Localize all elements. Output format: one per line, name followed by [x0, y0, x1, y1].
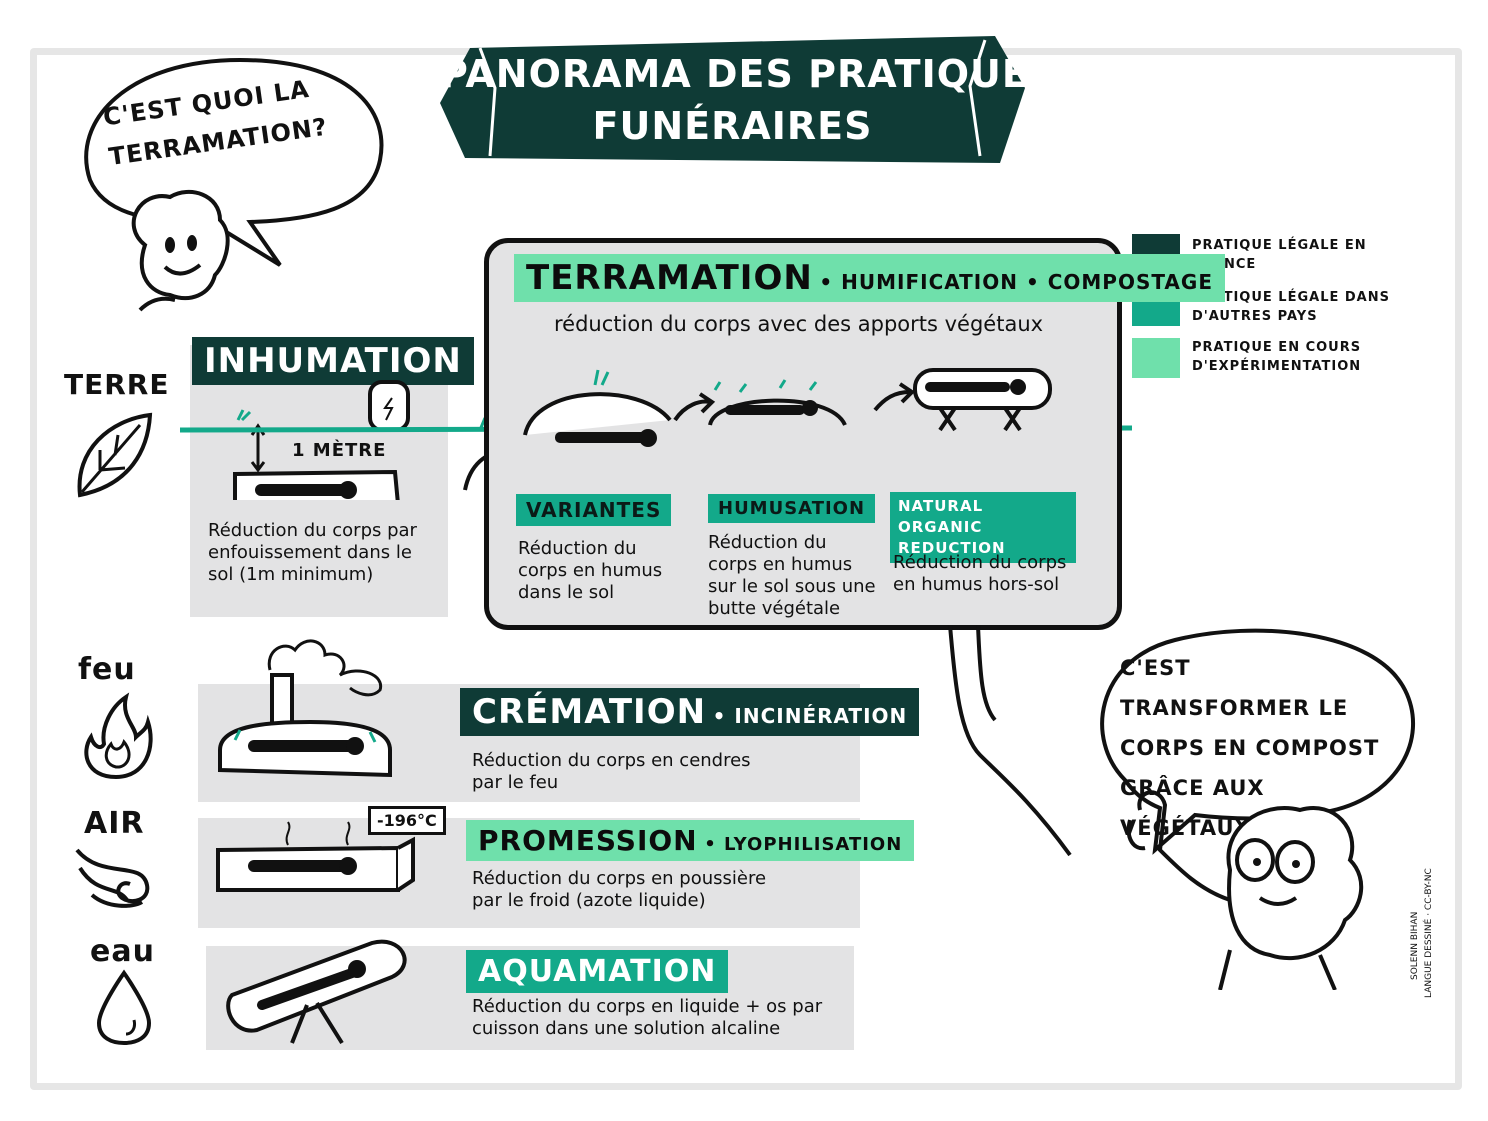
terramation-title-main: TERRAMATION	[526, 258, 813, 298]
answer-text: C'est transformer le corps en compost gr…	[1120, 656, 1380, 840]
credit-line-1: SOLENN BIHAN	[1410, 911, 1420, 980]
promession-title: PROMESSION • LYOPHILISATION	[466, 820, 915, 861]
credit: SOLENN BIHAN LANGUE DESSINÉ · CC-BY-NC	[1410, 868, 1470, 1000]
cremation-title-main: CRÉMATION	[472, 692, 707, 732]
inhumation-depth: 1 MÈTRE	[292, 440, 387, 461]
leaf-icon	[77, 412, 153, 498]
title-line-1: PANORAMA des PRATIQUES	[440, 52, 1058, 96]
title-banner-shape	[440, 36, 1025, 163]
character-bottom-right	[1126, 790, 1364, 990]
promession-temp-badge: -196°C	[368, 806, 446, 835]
terramation-title-rest: • HUMIFICATION • COMPOSTAGE	[819, 270, 1213, 294]
inhumation-title: INHUMATION	[192, 337, 474, 385]
inhumation-scene	[233, 380, 410, 500]
fire-icon	[84, 692, 153, 780]
answer-bubble-shape	[1100, 628, 1415, 855]
variant-1-desc: Réduction du corps en humus dans le sol	[518, 538, 663, 603]
inhumation-desc: Réduction du corps par enfouissement dan…	[208, 520, 417, 585]
variant-3-tag: NATURAL ORGANIC REDUCTION	[890, 492, 1076, 563]
legend-label-light: PRATIQUE EN COURS D'EXPÉRIMENTATION	[1192, 340, 1362, 374]
aquamation-title: AQUAMATION	[466, 950, 729, 993]
aquamation-tank	[226, 939, 407, 1045]
wind-icon	[75, 848, 150, 908]
element-eau-label: eau	[90, 934, 155, 969]
legend-swatch-light	[1132, 338, 1180, 378]
promession-temp: -196°C	[377, 811, 437, 830]
aquamation-desc: Réduction du corps en liquide + os par c…	[472, 996, 823, 1039]
terramation-scene	[523, 368, 1052, 447]
variant-2-tag: HUMUSATION	[708, 494, 876, 523]
cremation-desc: Réduction du corps en cendres par le feu	[472, 750, 751, 793]
credit-line-2: LANGUE DESSINÉ · CC-BY-NC	[1424, 868, 1434, 998]
legend-label-mid: PRATIQUE LÉGALE DANS D'AUTRES PAYS	[1192, 290, 1390, 324]
variant-3-desc: Réduction du corps en humus hors-sol	[893, 552, 1067, 595]
water-drop-icon	[96, 969, 152, 1046]
element-feu-label: feu	[78, 652, 136, 687]
cremation-title: CRÉMATION • INCINÉRATION	[460, 688, 920, 736]
promession-desc: Réduction du corps en poussière par le f…	[472, 868, 767, 911]
terramation-subtitle: réduction du corps avec des apports végé…	[554, 312, 1044, 336]
element-terre-label: TERRE	[64, 368, 170, 401]
variant-1-tag: VARIANTES	[516, 494, 672, 526]
promession-tank	[216, 821, 415, 892]
speech-tail	[948, 625, 1072, 857]
element-air-label: AIR	[84, 806, 145, 841]
variant-2-desc: Réduction du corps en humus sur le sol s…	[708, 532, 876, 619]
cremation-title-rest: • INCINÉRATION	[712, 704, 908, 728]
promession-title-main: PROMESSION	[478, 824, 698, 857]
title-line-2: funéraires	[592, 104, 873, 148]
promession-title-rest: • LYOPHILISATION	[704, 834, 903, 855]
cremation-oven	[218, 639, 392, 778]
terramation-title: TERRAMATION • HUMIFICATION • COMPOSTAGE	[514, 254, 1225, 302]
title-banner: PANORAMA des PRATIQUES funéraires	[440, 28, 1058, 166]
character-top-left	[131, 190, 230, 312]
